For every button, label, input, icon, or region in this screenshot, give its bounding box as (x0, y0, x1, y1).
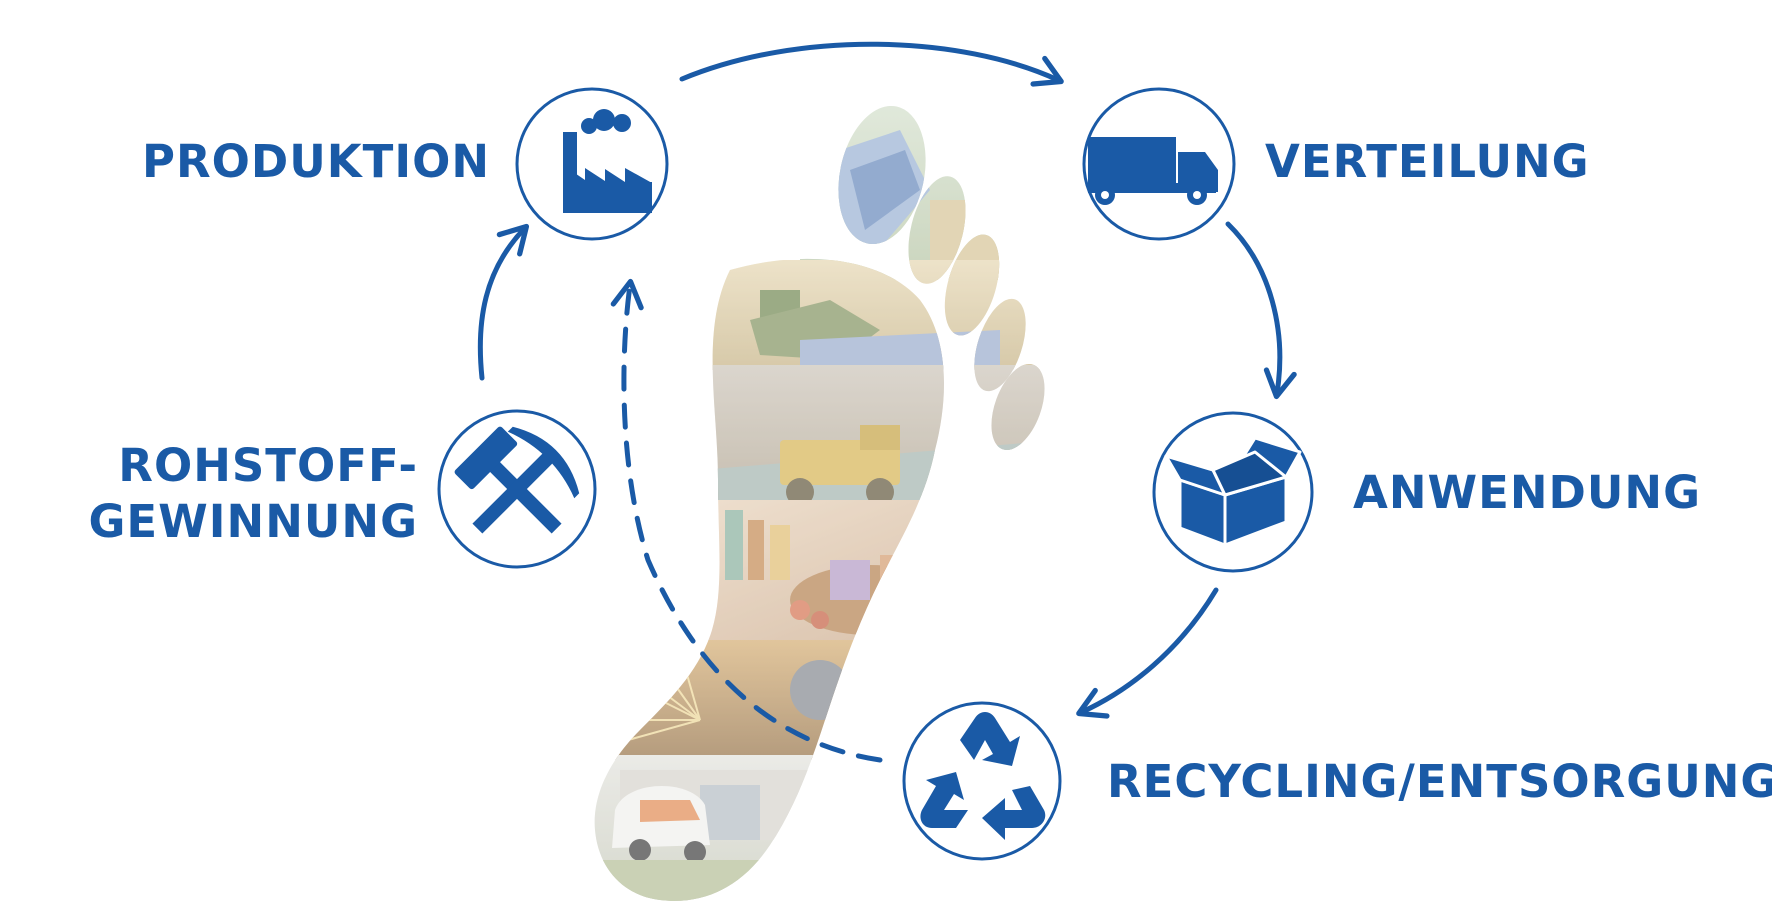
anwendung-label: ANWENDUNG (1353, 466, 1702, 519)
arrow-anwendung-to-recycling (1076, 587, 1219, 719)
truck-icon (1088, 137, 1218, 205)
arrow-produktion-to-verteilung (679, 41, 1064, 87)
arrow-recycling-to-produktion-dashed (610, 278, 883, 763)
rohstoff-label: ROHSTOFF- GEWINNUNG (88, 438, 418, 550)
rohstoff-label-line-2: GEWINNUNG (88, 495, 418, 548)
produktion-circle[interactable] (515, 87, 669, 241)
rohstoff-label-line-1: ROHSTOFF- (118, 439, 418, 492)
recycle-icon (920, 712, 1046, 840)
arrow-rohstoff-to-produktion (477, 223, 530, 381)
open-box-icon (1164, 436, 1302, 547)
footprint-collage (594, 100, 1056, 901)
hammer-pick-icon (454, 426, 580, 534)
recycling-label: RECYCLING/ENTSORGUNG (1107, 755, 1772, 808)
factory-icon (563, 109, 652, 213)
verteilung-label: VERTEILUNG (1265, 135, 1590, 188)
produktion-label: PRODUKTION (141, 135, 490, 188)
arrow-verteilung-to-anwendung (1225, 221, 1297, 400)
